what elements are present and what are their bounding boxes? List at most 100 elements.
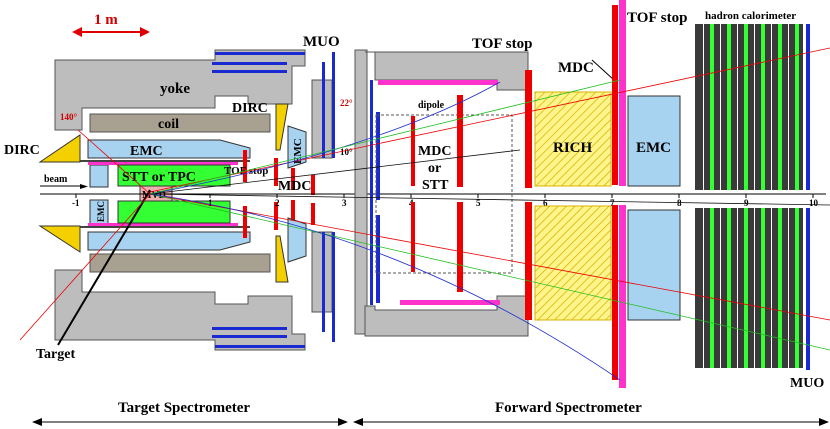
hcal-gaps xyxy=(703,24,789,368)
forward-spectrometer-arrow xyxy=(353,418,829,426)
coil-top xyxy=(89,113,271,133)
dirc-left-bottom xyxy=(38,225,81,253)
forward-tracker-2-top xyxy=(457,95,463,187)
muo-top-bar-1 xyxy=(322,62,325,158)
muo-top-bar-2 xyxy=(332,52,335,158)
dipole-yoke-left xyxy=(354,49,368,335)
muo-bottom-bar-1 xyxy=(322,232,325,332)
yoke-label: yoke xyxy=(160,81,190,97)
mdc-target-label: MDC xyxy=(278,179,311,194)
forward-muo-top xyxy=(806,24,810,190)
dirc-barrel-top xyxy=(80,160,250,162)
rich-label: RICH xyxy=(553,140,593,156)
tick-label: 7 xyxy=(610,198,615,208)
forward-muo-bottom xyxy=(806,208,810,370)
dirc-forward-bottom xyxy=(275,235,289,283)
angle-22-label: 22° xyxy=(340,98,353,108)
forward-emc-top xyxy=(627,95,681,187)
tick-label: -1 xyxy=(72,198,80,208)
beam-arrow xyxy=(80,184,88,189)
mdc-or-stt-line3: STT xyxy=(422,178,449,193)
mdc-or-stt-line2: or xyxy=(428,161,441,176)
tof-wall-magenta-top xyxy=(619,0,626,186)
mvd-label: MVD xyxy=(142,190,166,201)
muo-top-label: MUO xyxy=(303,34,340,50)
tof-barrel-top xyxy=(88,162,238,165)
mdc-forward-label: MDC xyxy=(558,60,594,76)
tick-label: 3 xyxy=(342,198,347,208)
rich-top xyxy=(534,91,612,187)
stt-tpc-label: STT or TPC xyxy=(122,170,196,185)
tof-stop-right-label: TOF stop xyxy=(627,10,687,26)
angle-140-label: 140° xyxy=(60,112,78,122)
forward-tracker-1-bottom xyxy=(411,202,415,272)
muo-bottom-label: MUO xyxy=(790,376,824,391)
dipole-blue-left xyxy=(370,80,373,305)
emc-forward-label: EMC xyxy=(636,140,671,156)
gem-disk-2-bottom xyxy=(274,202,278,230)
tof-stop-forward-label: TOF stop xyxy=(472,36,532,52)
forward-tracker-2-bottom xyxy=(457,202,463,292)
dipole-yoke-bottom xyxy=(364,295,529,337)
dipole-blue-inner-bottom xyxy=(376,215,380,303)
dipole-gap xyxy=(375,114,513,274)
dirc-barrel-bottom xyxy=(80,226,250,228)
dipole-label: dipole xyxy=(418,100,445,111)
mdc-or-stt-line1: MDC xyxy=(418,144,451,159)
dirc-mid-label: DIRC xyxy=(232,101,268,116)
angle-10-label: 10° xyxy=(340,147,353,157)
tick-label: 1 xyxy=(208,198,213,208)
coil-bottom xyxy=(89,253,271,273)
dirc-forward-top xyxy=(275,103,289,151)
target-spectrometer-label: Target Spectrometer xyxy=(118,400,250,416)
tof-barrel-bottom xyxy=(88,223,238,226)
gem-disk-1-bottom xyxy=(243,206,247,238)
emc-barrel-label: EMC xyxy=(130,144,163,159)
emc-barrel-top xyxy=(87,139,251,159)
tof-wall-red-top xyxy=(612,5,618,185)
tof-wall-red-bottom xyxy=(612,205,618,380)
forward-mdc-bottom xyxy=(525,202,532,320)
tick-label: 10 xyxy=(809,198,819,208)
forward-emc-bottom xyxy=(627,209,681,321)
rich-bottom xyxy=(534,205,612,321)
dirc-left-label: DIRC xyxy=(4,143,40,158)
coil-label: coil xyxy=(158,117,179,132)
gem-disk-2-top xyxy=(274,158,278,186)
muo-bottom-bar-2 xyxy=(332,232,335,342)
forward-mdc-top xyxy=(525,70,532,188)
particle-tracks xyxy=(19,47,830,381)
forward-tracker-1-top xyxy=(411,116,415,186)
emc-barrel-bottom xyxy=(87,231,251,251)
mdc-disk-2-bottom xyxy=(311,203,315,225)
tick-label: 9 xyxy=(744,198,749,208)
mdc-disk-1-top xyxy=(291,168,295,190)
tick-label: 6 xyxy=(543,198,548,208)
tick-label: 2 xyxy=(275,198,280,208)
emc-backward-top xyxy=(89,164,109,188)
yoke xyxy=(54,49,306,351)
gem-disk-1-top xyxy=(243,150,247,182)
dipole-coil-bottom xyxy=(400,300,500,305)
beam-label: beam xyxy=(44,174,68,185)
stt-tpc-bottom xyxy=(117,200,231,224)
dipole-coil-top xyxy=(378,80,498,85)
forward-spectrometer-label: Forward Spectrometer xyxy=(495,400,642,416)
dirc-left-top xyxy=(38,134,81,163)
mdc-disk-1-bottom xyxy=(291,200,295,222)
hadron-calorimeter-label: hadron calorimeter xyxy=(705,10,796,22)
scale-bar: 1 m xyxy=(72,12,150,37)
tick-label: 5 xyxy=(476,198,481,208)
target-label: Target xyxy=(36,347,75,362)
tick-label: 8 xyxy=(677,198,682,208)
hcal-green-strips xyxy=(710,24,799,368)
emc-endcap-bottom-shape xyxy=(287,217,307,263)
target-spectrometer-arrow xyxy=(32,418,348,426)
tof-wall-magenta-bottom xyxy=(619,205,626,388)
dipole-blue-inner xyxy=(376,112,380,200)
target-pointer xyxy=(57,189,151,346)
axis-ticks: -1 1 2 3 4 5 6 7 8 9 10 xyxy=(72,194,819,208)
scale-bar-label: 1 m xyxy=(94,12,118,28)
emc-backward-label: EMC xyxy=(96,201,106,222)
